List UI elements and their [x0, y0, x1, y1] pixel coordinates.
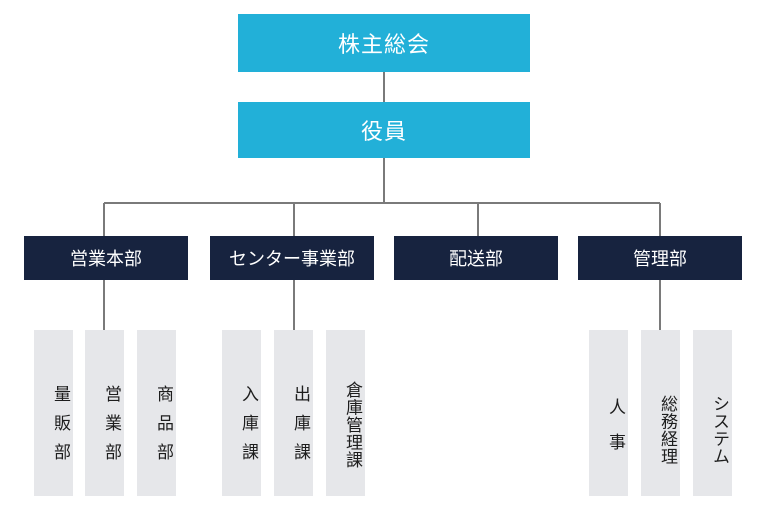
section-warehouse-management: 倉庫管理課 — [326, 330, 365, 496]
dept-center-business: センター事業部 — [210, 236, 374, 280]
dept-administration: 管理部 — [578, 236, 742, 280]
dept-delivery: 配送部 — [394, 236, 558, 280]
section-shipping: 出庫課 — [274, 330, 313, 496]
dept-sales-headquarters: 営業本部 — [24, 236, 188, 280]
section-mass-retail: 量販部 — [34, 330, 73, 496]
section-sales: 営業部 — [85, 330, 124, 496]
shareholders-meeting-box: 株主総会 — [238, 14, 530, 72]
section-receiving: 入庫課 — [222, 330, 261, 496]
section-human-resources: 人事 — [589, 330, 628, 496]
section-systems: システム — [693, 330, 732, 496]
section-merchandise: 商品部 — [137, 330, 176, 496]
officers-box: 役員 — [238, 102, 530, 158]
section-general-affairs-accounting: 総務経理 — [641, 330, 680, 496]
